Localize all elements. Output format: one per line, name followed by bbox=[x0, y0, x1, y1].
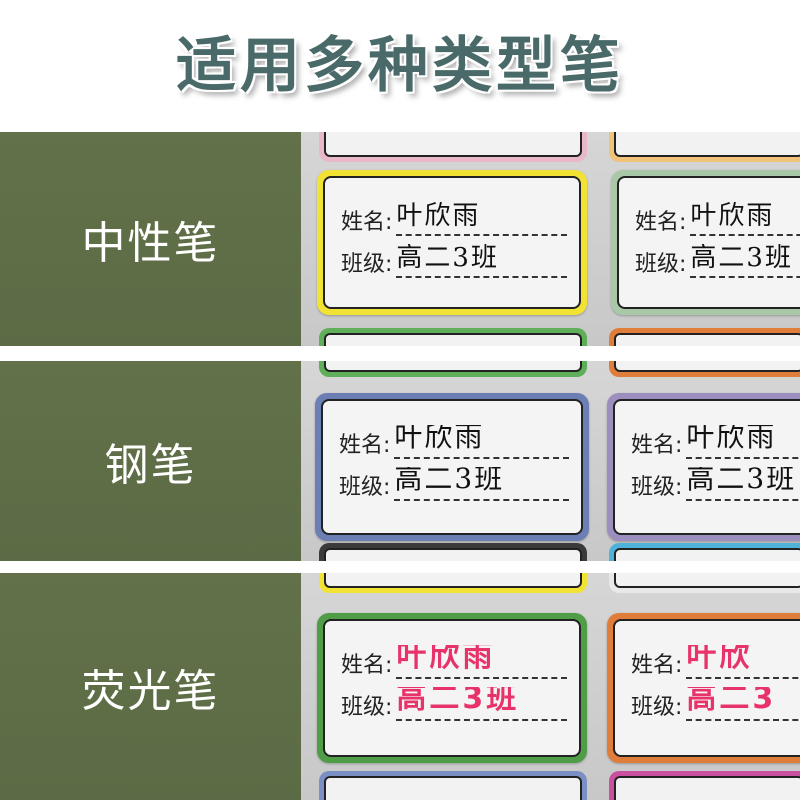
class-value: 高二3班 bbox=[690, 244, 793, 273]
pen-type-label: 荧光笔 bbox=[0, 573, 301, 800]
name-sticker: 姓名: 叶欣 班级: 高二3 bbox=[607, 613, 800, 763]
divider bbox=[0, 561, 800, 573]
name-value: 叶欣雨 bbox=[394, 425, 485, 453]
divider bbox=[0, 346, 800, 358]
name-line: 叶欣雨 bbox=[394, 425, 569, 459]
name-value: 叶欣雨 bbox=[686, 425, 777, 453]
class-label: 班级: bbox=[631, 695, 683, 720]
class-line: 高二3班 bbox=[686, 467, 800, 501]
class-line: 高二3班 bbox=[396, 244, 567, 278]
name-label: 姓名: bbox=[341, 653, 393, 678]
class-line: 高二3班 bbox=[394, 467, 569, 501]
sticker-strip bbox=[319, 543, 587, 561]
name-sticker: 姓名: 叶欣雨 班级: 高二3班 bbox=[317, 613, 587, 763]
band-gel-pen: 中性笔 姓名: 叶欣雨 班级: 高二3班 姓名: 叶欣雨 bbox=[0, 132, 800, 346]
sticker-strip bbox=[609, 361, 800, 377]
sticker-strip bbox=[609, 132, 800, 162]
class-value: 高二3班 bbox=[396, 687, 520, 716]
name-value: 叶欣雨 bbox=[396, 645, 496, 674]
sticker-strip bbox=[319, 573, 587, 593]
name-value: 叶欣雨 bbox=[690, 202, 775, 231]
name-sticker: 姓名: 叶欣雨 班级: 高二3班 bbox=[315, 393, 589, 541]
name-value: 叶欣 bbox=[686, 645, 753, 674]
class-label: 班级: bbox=[635, 252, 687, 277]
band-fountain-pen: 钢笔 姓名: 叶欣雨 班级: 高二3班 姓名: 叶欣雨 bbox=[0, 361, 800, 561]
sticker-sheet: 姓名: 叶欣雨 班级: 高二3班 姓名: 叶欣雨 班级: 高二3班 bbox=[301, 132, 800, 346]
name-line: 叶欣雨 bbox=[396, 645, 567, 679]
name-value: 叶欣雨 bbox=[396, 202, 481, 231]
class-label: 班级: bbox=[341, 695, 393, 720]
name-line: 叶欣 bbox=[686, 645, 800, 679]
sticker-strip bbox=[609, 328, 800, 346]
class-value: 高二3班 bbox=[396, 244, 499, 273]
name-label: 姓名: bbox=[635, 210, 687, 235]
name-line: 叶欣雨 bbox=[396, 202, 567, 236]
name-label: 姓名: bbox=[631, 653, 683, 678]
class-line: 高二3班 bbox=[690, 244, 800, 278]
name-label: 姓名: bbox=[341, 210, 393, 235]
class-label: 班级: bbox=[339, 475, 391, 500]
name-line: 叶欣雨 bbox=[686, 425, 800, 459]
name-sticker: 姓名: 叶欣雨 班级: 高二3班 bbox=[611, 170, 800, 315]
sticker-strip bbox=[319, 771, 587, 800]
name-sticker: 姓名: 叶欣雨 班级: 高二3班 bbox=[607, 393, 800, 541]
class-value: 高二3班 bbox=[686, 467, 797, 495]
name-label: 姓名: bbox=[631, 433, 683, 458]
class-line: 高二3 bbox=[686, 687, 800, 721]
sticker-strip bbox=[609, 543, 800, 561]
sticker-sheet: 姓名: 叶欣雨 班级: 高二3班 姓名: 叶欣雨 班级: 高二3班 bbox=[301, 361, 800, 561]
pen-type-label: 中性笔 bbox=[0, 132, 301, 346]
class-value: 高二3 bbox=[686, 687, 777, 716]
class-line: 高二3班 bbox=[396, 687, 567, 721]
class-label: 班级: bbox=[341, 252, 393, 277]
sticker-strip bbox=[319, 328, 587, 346]
sticker-sheet: 姓名: 叶欣雨 班级: 高二3班 姓名: 叶欣 班级: 高二3 bbox=[301, 573, 800, 800]
name-sticker: 姓名: 叶欣雨 班级: 高二3班 bbox=[317, 170, 587, 315]
band-highlighter: 荧光笔 姓名: 叶欣雨 班级: 高二3班 姓名: 叶欣 bbox=[0, 573, 800, 800]
page-headline: 适用多种类型笔 bbox=[176, 30, 624, 101]
name-line: 叶欣雨 bbox=[690, 202, 800, 236]
name-label: 姓名: bbox=[339, 433, 391, 458]
sticker-strip bbox=[609, 573, 800, 593]
class-label: 班级: bbox=[631, 475, 683, 500]
class-value: 高二3班 bbox=[394, 467, 505, 495]
sticker-strip bbox=[319, 132, 587, 162]
sticker-strip bbox=[609, 771, 800, 800]
pen-type-label: 钢笔 bbox=[0, 361, 301, 561]
sticker-strip bbox=[319, 361, 587, 377]
